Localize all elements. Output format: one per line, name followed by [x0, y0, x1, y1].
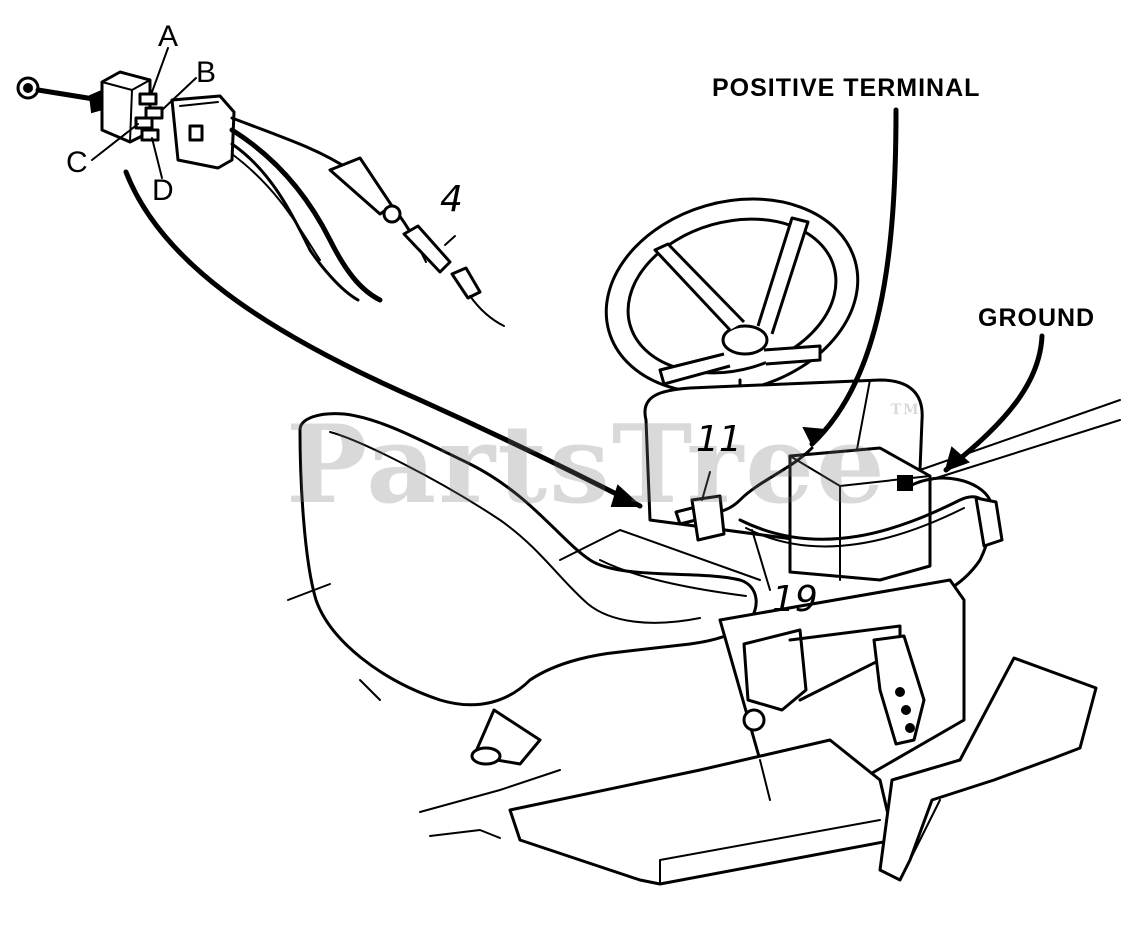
watermark-trademark: TM	[890, 402, 921, 418]
frame-line-left	[419, 769, 561, 813]
switch-11	[674, 471, 726, 542]
label-b: B	[196, 56, 217, 89]
label-d: D	[152, 174, 174, 207]
switch-detail	[16, 47, 505, 327]
label-part-11: 11	[696, 419, 742, 460]
leader-d	[151, 137, 163, 179]
leader-b	[161, 77, 197, 111]
watermark-text: PartsTree	[286, 402, 887, 528]
footrest-left	[508, 738, 896, 886]
fuse-holder	[328, 156, 394, 216]
positive-terminal-leader	[809, 107, 899, 447]
leader-11	[701, 471, 711, 501]
frame-line-right	[919, 399, 1121, 471]
switch-nut-center	[23, 83, 33, 93]
leader-4	[444, 235, 456, 246]
pedal-assembly	[508, 578, 1098, 886]
ground-cable	[908, 476, 992, 502]
terminal-b	[144, 106, 164, 120]
terminal-d	[140, 128, 160, 142]
location-arrow	[123, 169, 643, 509]
leader-c	[91, 123, 139, 161]
switch-19	[742, 628, 808, 712]
leader-a	[151, 47, 169, 93]
label-ground: GROUND	[978, 304, 1096, 332]
label-part-19: 19	[772, 579, 818, 620]
terminal-c	[134, 116, 154, 130]
harness-connector	[974, 496, 1004, 548]
label-a: A	[158, 20, 179, 53]
ground-terminal-post	[897, 475, 913, 491]
footrest-right	[878, 656, 1098, 882]
connector-slot	[188, 124, 204, 142]
label-positive-terminal: POSITIVE TERMINAL	[712, 74, 981, 102]
location-arrow-head	[610, 484, 643, 507]
fuse-4	[402, 224, 452, 274]
terminal-a	[138, 92, 158, 106]
label-part-4: 4	[440, 179, 463, 220]
seat-bolt	[470, 746, 502, 766]
label-c: C	[66, 146, 88, 179]
leader-19	[751, 529, 771, 591]
